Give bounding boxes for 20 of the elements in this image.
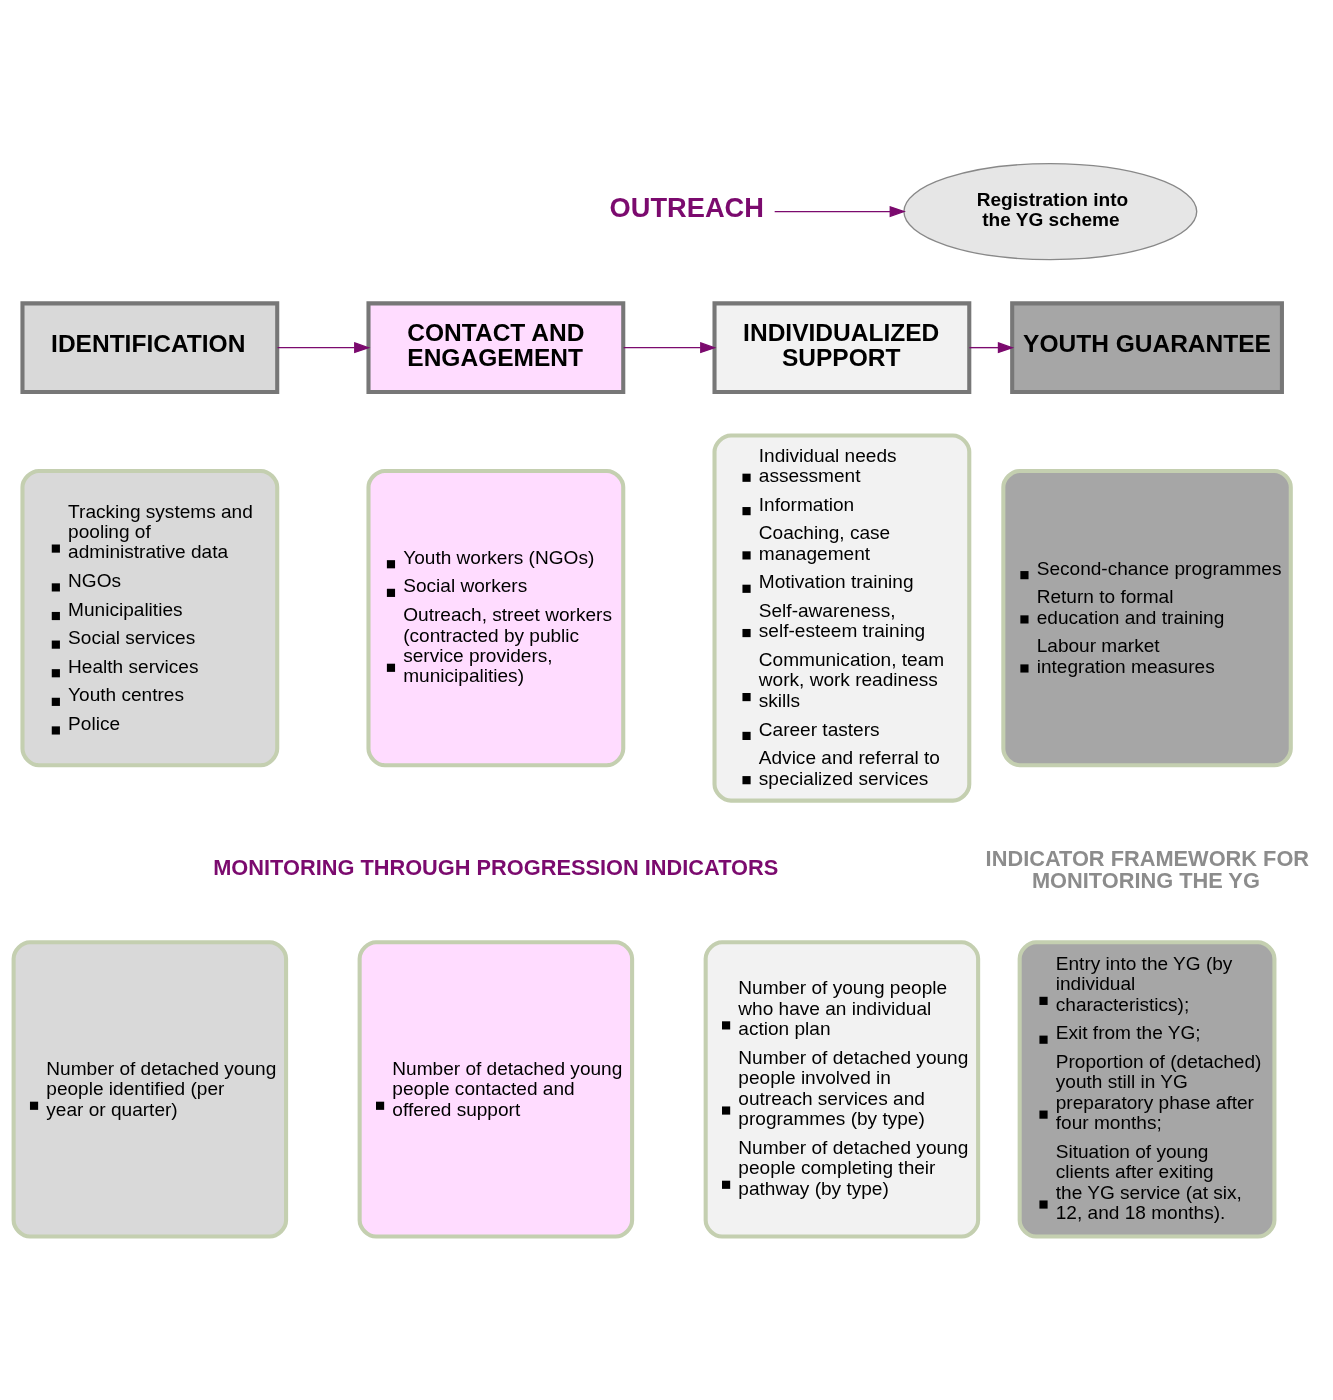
node-box: Tracking systems and pooling of administrative data NGOs Municipalities Social services Health services Youth centres Police — [20, 468, 280, 768]
node-box: Youth workers (NGOs) Social workers Outreach, street workers (contracted by public service providers, municipalities) — [366, 468, 626, 768]
node-box: IDENTIFICATION — [20, 301, 280, 394]
arrow — [276, 341, 371, 354]
label: MONITORING THROUGH PROGRESSION INDICATORS — [213, 855, 779, 881]
node-box: Number of detached young people contacted and offered support — [357, 940, 635, 1239]
node-box: Number of detached young people identified (per year or quarter) — [11, 940, 289, 1239]
node-box: INDIVIDUALIZED SUPPORT — [712, 301, 972, 394]
node-box: Second-chance programmes Return to formal education and training Labour market integration measures — [1001, 468, 1293, 768]
node-text: OUTREACH — [609, 192, 764, 224]
node-box: Number of young people who have an individual action plan Number of detached young people involved in outreach services and programmes (by type) Number of detached young people completing their pathway (by type) — [703, 940, 981, 1239]
arrow — [968, 341, 1015, 354]
label: INDICATOR FRAMEWORK FOR MONITORING THE YG — [985, 845, 1310, 893]
node-box: Entry into the YG (by individual characteristics); Exit from the YG; Proportion of (detached) youth still in YG preparatory phase after four months; Situation of young clients after exiting the YG service (at six, 12, and 18 months). — [1017, 940, 1277, 1239]
arrow — [622, 341, 717, 354]
node-ellipse: Registration into the YG scheme — [903, 162, 1198, 261]
arrow — [774, 205, 906, 218]
node-box: Individual needs assessment Information Coaching, case management Motivation training Self-awareness, self-esteem training Communication, team work, work readiness skills Career tasters Advice and referral to specialized services — [712, 433, 972, 803]
node-box: CONTACT AND ENGAGEMENT — [366, 301, 626, 394]
node-box: YOUTH GUARANTEE — [1010, 301, 1284, 394]
